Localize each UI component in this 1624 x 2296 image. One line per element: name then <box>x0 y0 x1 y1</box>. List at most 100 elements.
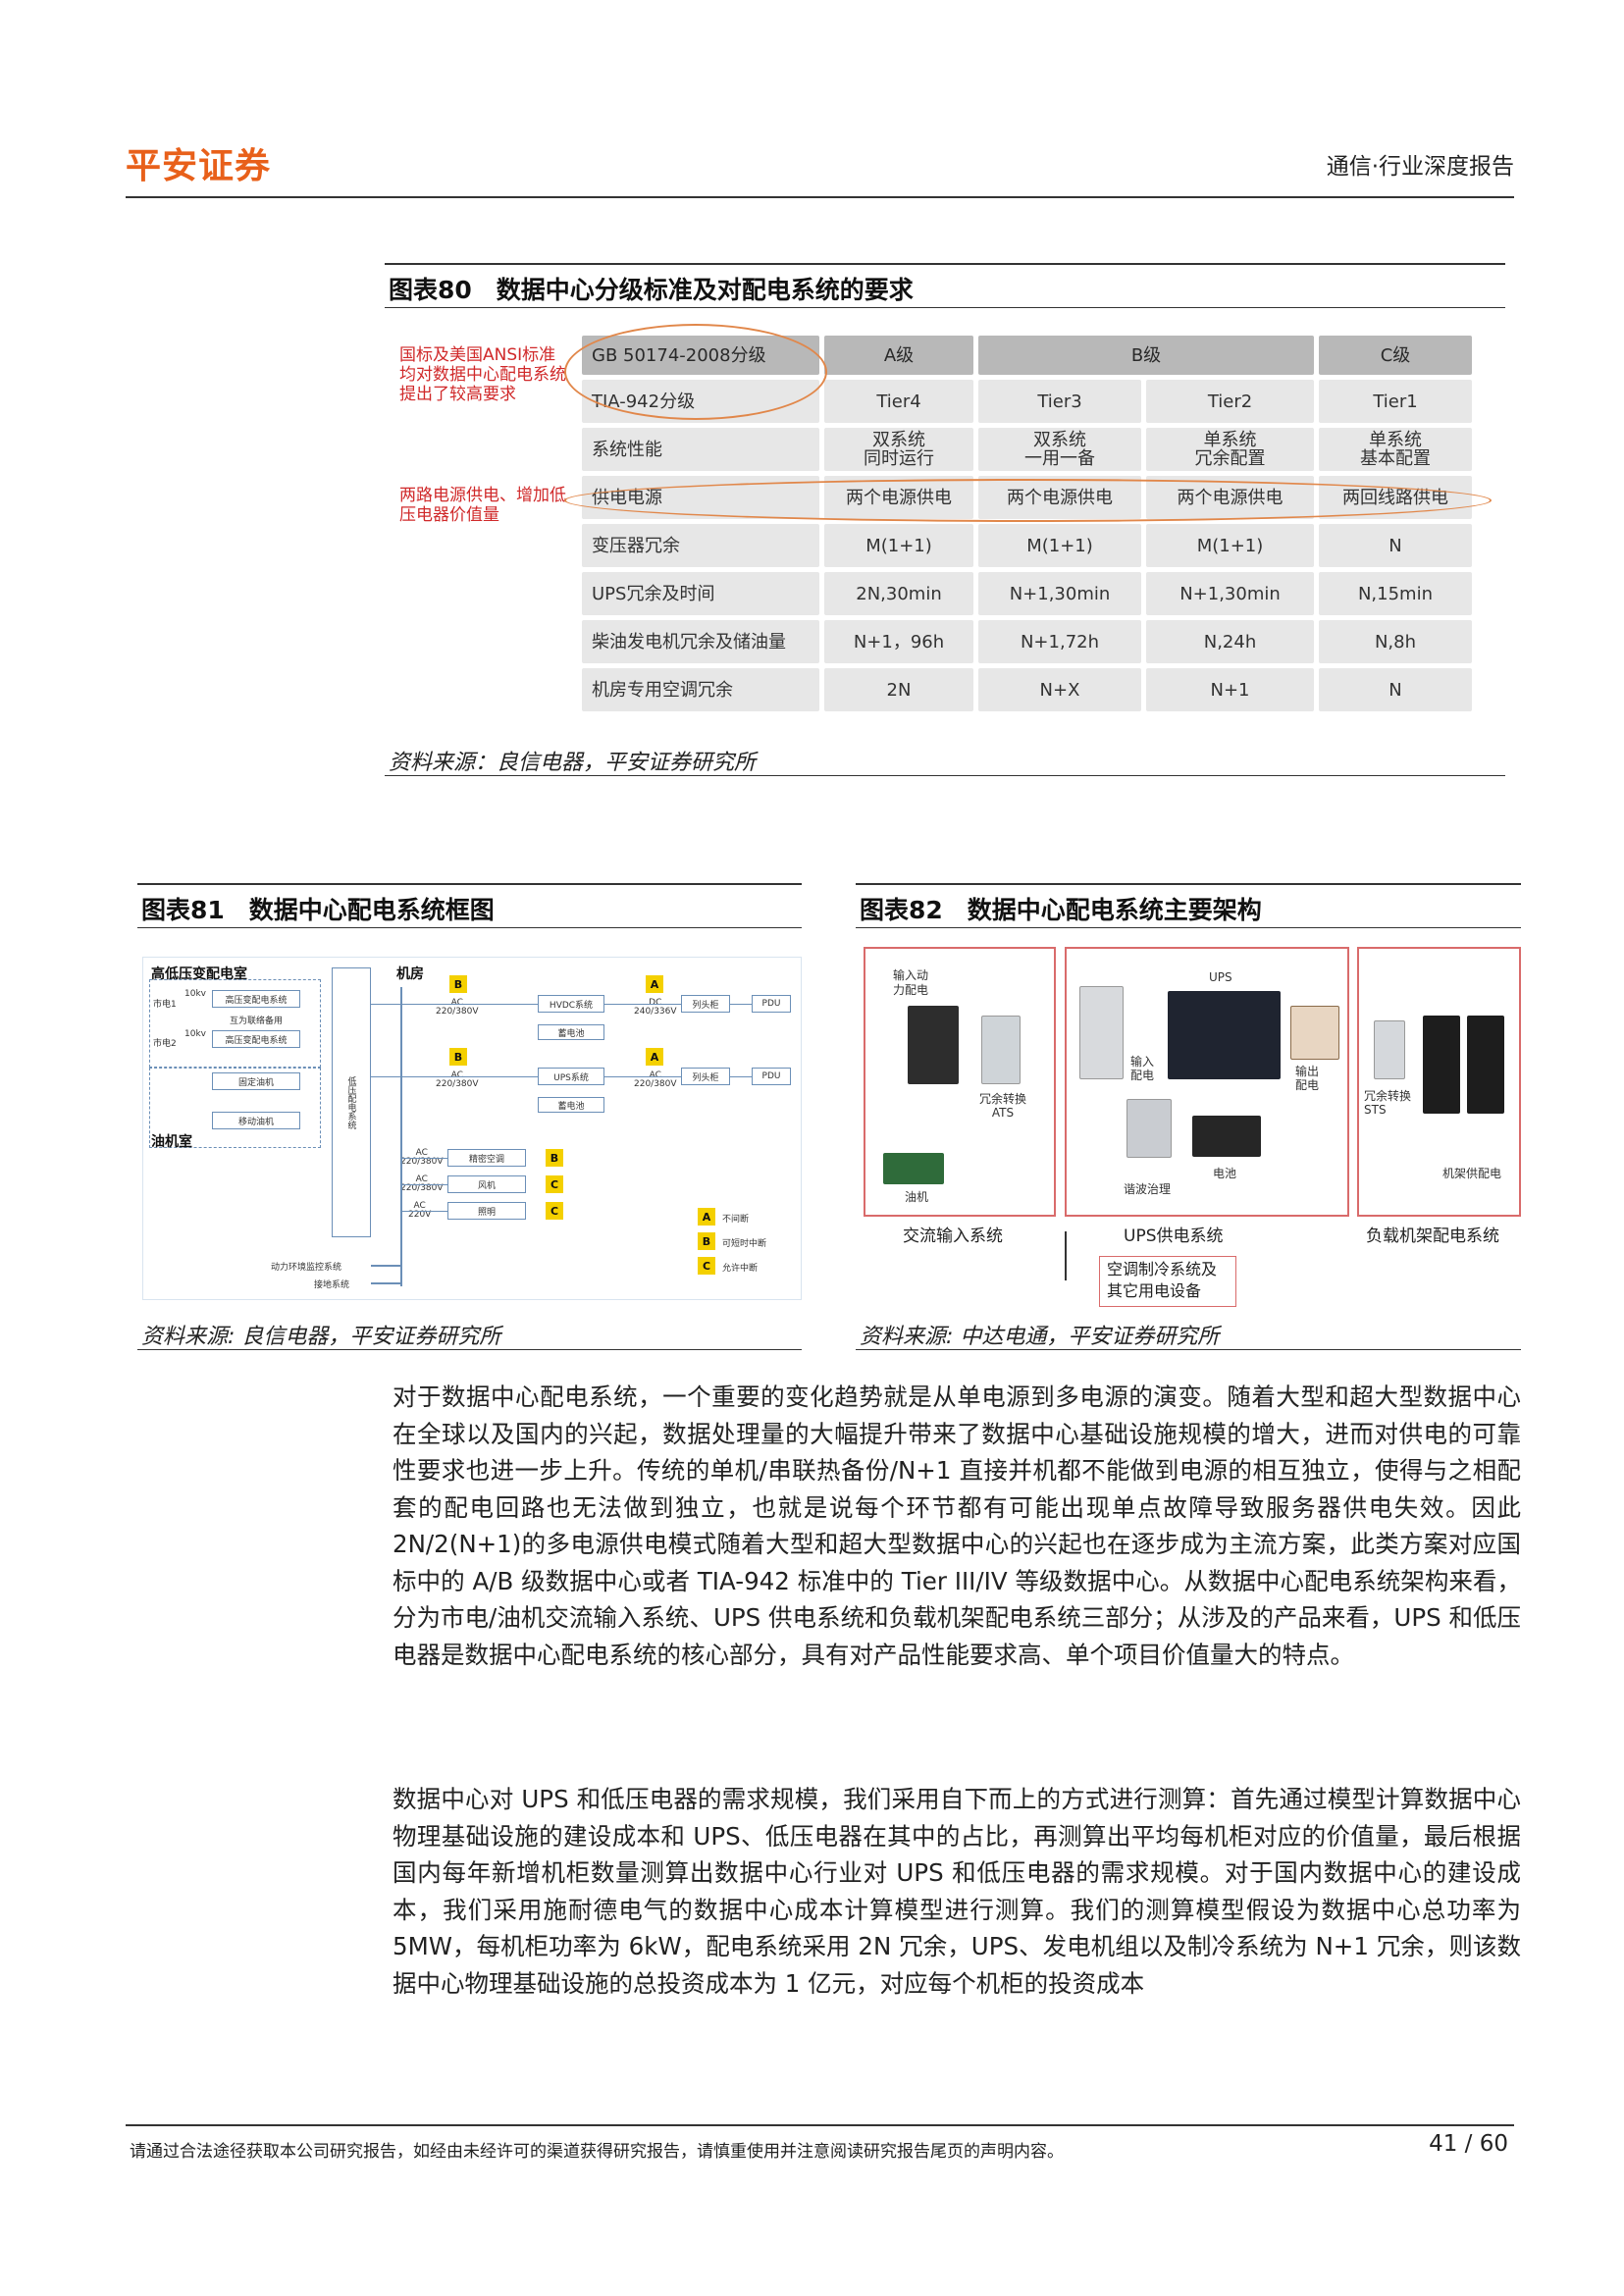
connector-line <box>371 1282 400 1284</box>
table-cell: N+1,72h <box>978 620 1141 663</box>
legend-a-swatch: A <box>698 1208 715 1226</box>
harmonic-device <box>1126 1099 1172 1158</box>
company-logo: 平安证券 <box>126 146 272 186</box>
table-cell: N,8h <box>1319 620 1472 663</box>
hvdc-box: HVDC系统 <box>538 995 604 1013</box>
level-badge-a: A <box>646 1048 663 1066</box>
table-cell: Tier1 <box>1319 380 1472 423</box>
fig80-annotation-top: 国标及美国ANSI标准均对数据中心配电系统提出了较高要求 <box>399 345 566 404</box>
battery-label: 电池 <box>1213 1167 1237 1180</box>
precision-ac-box: 精密空调 <box>447 1149 526 1167</box>
legend-b-swatch: B <box>698 1232 715 1250</box>
fig82-title: 图表82 数据中心配电系统主要架构 <box>856 883 1521 928</box>
mains2-label: 市电2 <box>153 1039 177 1049</box>
harmonic-label: 谐波治理 <box>1124 1182 1172 1196</box>
fig80-table: 国标及美国ANSI标准均对数据中心配电系统提出了较高要求 两路电源供电、增加低压… <box>388 324 1506 726</box>
highlight-oval <box>564 479 1492 522</box>
fig80-source: 资料来源：良信电器，平安证券研究所 <box>385 741 1505 776</box>
table-cell: N <box>1319 668 1472 711</box>
connector-line <box>400 987 402 1286</box>
legend-b-label: 可短时中断 <box>722 1239 767 1249</box>
connector-line <box>371 1076 538 1077</box>
generator-label: 油机 <box>905 1190 929 1204</box>
fig81-title: 图表81 数据中心配电系统框图 <box>137 883 802 928</box>
ups-cabinet <box>1168 991 1281 1079</box>
fixed-oil-box: 固定油机 <box>212 1072 300 1090</box>
sts-device <box>1374 1020 1405 1079</box>
fig82-diagram: 输入动 力配电 冗余转换 ATS 油机 交流输入系统 UPS 输入 配电 谐波治… <box>864 947 1521 1310</box>
ups-system-caption: UPS供电系统 <box>1124 1226 1224 1246</box>
dc-label: DC 240/336V <box>634 998 677 1017</box>
pdu-box-1: PDU <box>752 995 791 1013</box>
fig82-source: 资料来源: 中达电通，平安证券研究所 <box>856 1315 1521 1350</box>
table-cell: 柴油发电机冗余及储油量 <box>582 620 819 663</box>
ac-label: AC 220/380V <box>436 1070 479 1089</box>
table-cell: N+X <box>978 668 1141 711</box>
level-badge-b: B <box>449 975 467 993</box>
hv-panel-2: 高压变配电系统 <box>212 1030 300 1048</box>
room-hv-label: 高低压变配电室 <box>151 966 247 982</box>
ups-box: UPS系统 <box>538 1068 604 1085</box>
fig81-diagram: 高低压变配电室 市电1 市电2 10kv 10kv 高压变配电系统 互为联络备用… <box>142 957 802 1300</box>
hv-room-frame <box>149 979 321 1068</box>
grounding-label: 接地系统 <box>314 1280 350 1290</box>
table-cell: N,24h <box>1146 620 1314 663</box>
room-oil-label: 油机室 <box>151 1134 192 1150</box>
page-number: 41 / 60 <box>1429 2131 1508 2157</box>
env-monitor-label: 动力环境监控系统 <box>271 1263 342 1273</box>
connector-line <box>402 1211 447 1212</box>
rack-system-caption: 负载机架配电系统 <box>1366 1226 1499 1246</box>
table-cell: 单系统 冗余配置 <box>1146 428 1314 471</box>
footer-divider <box>126 2124 1514 2126</box>
table-cell: 2N,30min <box>824 572 973 615</box>
level-badge-b: B <box>546 1149 563 1167</box>
table-cell: 变压器冗余 <box>582 524 819 567</box>
fig81-source: 资料来源: 良信电器，平安证券研究所 <box>137 1315 802 1350</box>
input-power-label: 输入动 力配电 <box>893 968 929 997</box>
table-cell: N,15min <box>1319 572 1472 615</box>
level-badge-b: B <box>449 1048 467 1066</box>
table-cell: N+1,30min <box>1146 572 1314 615</box>
table-cell: C级 <box>1319 336 1472 375</box>
table-cell: UPS冗余及时间 <box>582 572 819 615</box>
ac-label: AC 220/380V <box>400 1174 444 1193</box>
connector-line <box>371 1265 400 1267</box>
legend-a-label: 不间断 <box>722 1215 750 1225</box>
table-cell: 2N <box>824 668 973 711</box>
table-cell: 双系统 同时运行 <box>824 428 973 471</box>
sts-label: 冗余转换 STS <box>1364 1089 1412 1117</box>
connector-line <box>402 1184 447 1185</box>
fig80-annotation-mid: 两路电源供电、增加低压电器价值量 <box>399 486 566 525</box>
connector-line <box>730 1076 752 1077</box>
level-badge-c: C <box>546 1175 563 1193</box>
ac-label: AC 220/380V <box>436 998 479 1017</box>
table-cell: N+1 <box>1146 668 1314 711</box>
connector-line <box>1065 1231 1067 1280</box>
connector-line <box>402 1158 447 1159</box>
generator-device <box>883 1153 944 1184</box>
rack-cabinet-1 <box>1423 1016 1460 1114</box>
table-cell: M(1+1) <box>1146 524 1314 567</box>
table-cell: N+1,30min <box>978 572 1141 615</box>
room-machine-label: 机房 <box>396 966 424 982</box>
cabinet-box-1: 列头柜 <box>681 995 730 1013</box>
ats-cabinet <box>981 1016 1021 1084</box>
output-dist-label: 输出 配电 <box>1295 1065 1320 1092</box>
lighting-box: 照明 <box>447 1202 526 1220</box>
body-paragraph-2: 数据中心对 UPS 和低压电器的需求规模，我们采用自下而上的方式进行测算：首先通… <box>393 1785 1521 1998</box>
rack-pdu-label: 机架供配电 <box>1442 1167 1502 1180</box>
ups-label: UPS <box>1209 970 1232 984</box>
level-badge-c: C <box>546 1202 563 1220</box>
ac-label: AC 220/380V <box>634 1070 677 1089</box>
fig80-title: 图表80 数据中心分级标准及对配电系统的要求 <box>385 263 1505 308</box>
table-cell: B级 <box>978 336 1314 375</box>
cooling-label: 空调制冷系统及 其它用电设备 <box>1107 1260 1218 1300</box>
output-dist-device <box>1290 1006 1339 1060</box>
rack-cabinet-2 <box>1467 1016 1504 1114</box>
ats-label: 冗余转换 ATS <box>979 1092 1027 1120</box>
pdu-box-2: PDU <box>752 1068 791 1085</box>
table-cell: M(1+1) <box>824 524 973 567</box>
table-cell: N <box>1319 524 1472 567</box>
mains1-label: 市电1 <box>153 1000 177 1010</box>
table-cell: Tier3 <box>978 380 1141 423</box>
